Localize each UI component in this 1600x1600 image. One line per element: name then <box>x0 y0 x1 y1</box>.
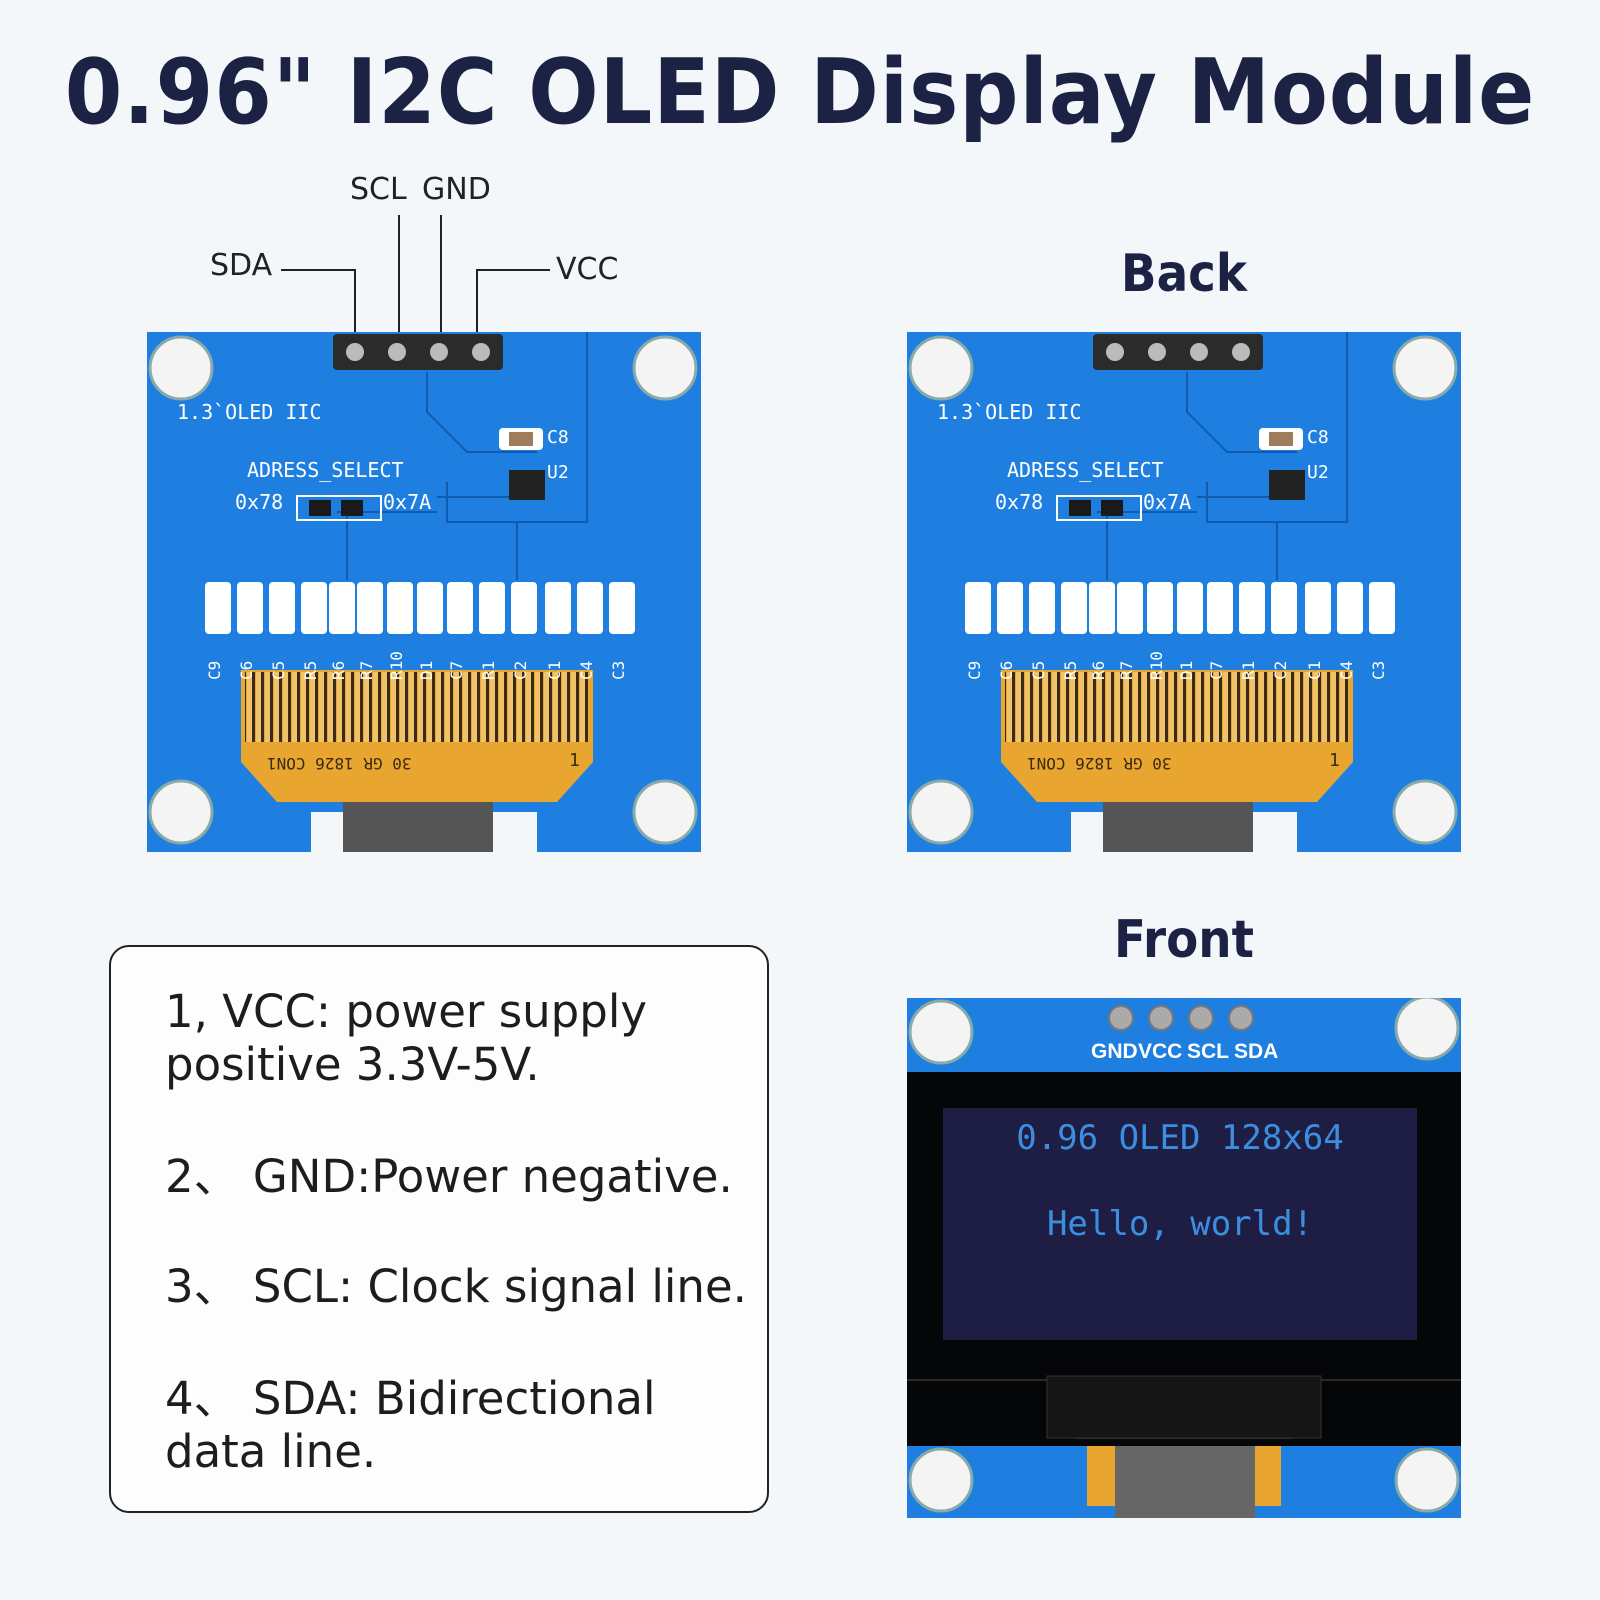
component-label: C5 <box>1029 660 1048 680</box>
pin-label-gnd: GND <box>422 172 491 207</box>
scl-leader <box>398 215 400 341</box>
pcb-back-right-graphic <box>907 332 1461 852</box>
component-label: R6 <box>329 660 348 680</box>
gnd-leader <box>440 215 442 341</box>
front-section-title: Front <box>1114 910 1254 970</box>
address-low-label: 0x78 <box>995 490 1044 514</box>
info-item-sda: 4、 SDA: Bidirectional data line. <box>165 1372 656 1478</box>
info-item-scl: 3、 SCL: Clock signal line. <box>165 1260 747 1313</box>
fpc-pin1-label: 1 <box>569 750 580 771</box>
component-label: C2 <box>1271 660 1290 680</box>
component-label: R10 <box>1147 651 1166 680</box>
c8-label: C8 <box>547 427 569 448</box>
back-board-right: 1.3`OLED IIC ADRESS_SELECT 0x78 0x7A C8 … <box>907 332 1461 852</box>
component-labels: C9 C6 C5 R5 R6 R7 R10 D1 C7 R1 C2 C1 C4 … <box>965 640 1405 680</box>
component-label: C9 <box>205 660 224 680</box>
pin-description-box: 1, VCC: power supply positive 3.3V-5V. 2… <box>109 945 769 1513</box>
sda-leader-h <box>281 269 355 271</box>
fpc-label: 30 GR 1826 CON1 <box>1027 754 1172 773</box>
component-label: R5 <box>1061 660 1080 680</box>
component-label: C2 <box>511 660 530 680</box>
info-item-gnd: 2、 GND:Power negative. <box>165 1150 733 1203</box>
screen-line-2: Hello, world! <box>1046 1204 1314 1244</box>
board-name-label: 1.3`OLED IIC <box>937 400 1082 424</box>
component-label: C3 <box>609 660 628 680</box>
front-pin-vcc: VCC <box>1138 1040 1183 1063</box>
component-label: C9 <box>965 660 984 680</box>
c8-label: C8 <box>1307 427 1329 448</box>
u2-label: U2 <box>547 462 569 483</box>
back-section-title: Back <box>1120 244 1248 304</box>
info-item-vcc: 1, VCC: power supply positive 3.3V-5V. <box>165 985 647 1091</box>
component-label: R1 <box>479 660 498 680</box>
address-high-label: 0x7A <box>383 490 432 514</box>
pin-label-sda: SDA <box>210 248 273 283</box>
component-label: R5 <box>301 660 320 680</box>
component-label: C4 <box>577 660 596 680</box>
component-label: R7 <box>357 660 376 680</box>
sda-leader-v <box>354 269 356 341</box>
component-label: C6 <box>237 660 256 680</box>
fpc-pin1-label: 1 <box>1329 750 1340 771</box>
pin-label-vcc: VCC <box>556 252 619 287</box>
front-pin-gnd: GND <box>1091 1040 1138 1063</box>
component-label: C7 <box>1207 660 1226 680</box>
front-board: GND VCC SCL SDA 0.96 OLED 128x64 Hello, … <box>907 998 1461 1518</box>
component-label: D1 <box>1177 660 1196 680</box>
address-low-label: 0x78 <box>235 490 284 514</box>
component-labels: C9 C6 C5 R5 R6 R7 R10 D1 C7 R1 C2 C1 C4 … <box>205 640 645 680</box>
vcc-leader-h <box>476 269 550 271</box>
component-label: R10 <box>387 651 406 680</box>
front-pin-scl: SCL <box>1187 1040 1229 1063</box>
component-label: R1 <box>1239 660 1258 680</box>
component-label: C1 <box>545 660 564 680</box>
component-label: C6 <box>997 660 1016 680</box>
pin-label-scl: SCL <box>350 172 407 207</box>
address-select-label: ADRESS_SELECT <box>247 458 404 482</box>
screen-line-1: 0.96 OLED 128x64 <box>1016 1118 1344 1158</box>
u2-label: U2 <box>1307 462 1329 483</box>
board-name-label: 1.3`OLED IIC <box>177 400 322 424</box>
vcc-leader-v <box>476 269 478 341</box>
pcb-back-left-graphic <box>147 332 701 852</box>
fpc-label: 30 GR 1826 CON1 <box>267 754 412 773</box>
component-label: R7 <box>1117 660 1136 680</box>
component-label: C1 <box>1305 660 1324 680</box>
component-label: C7 <box>447 660 466 680</box>
component-label: D1 <box>417 660 436 680</box>
page-title: 0.96" I2C OLED Display Module <box>64 40 1536 145</box>
component-label: C3 <box>1369 660 1388 680</box>
component-label: C5 <box>269 660 288 680</box>
component-label: C4 <box>1337 660 1356 680</box>
address-select-label: ADRESS_SELECT <box>1007 458 1164 482</box>
back-board-left: 1.3`OLED IIC ADRESS_SELECT 0x78 0x7A C8 … <box>147 332 701 852</box>
component-label: R6 <box>1089 660 1108 680</box>
pcb-front-graphic <box>907 998 1461 1518</box>
address-high-label: 0x7A <box>1143 490 1192 514</box>
front-pin-sda: SDA <box>1234 1040 1279 1063</box>
